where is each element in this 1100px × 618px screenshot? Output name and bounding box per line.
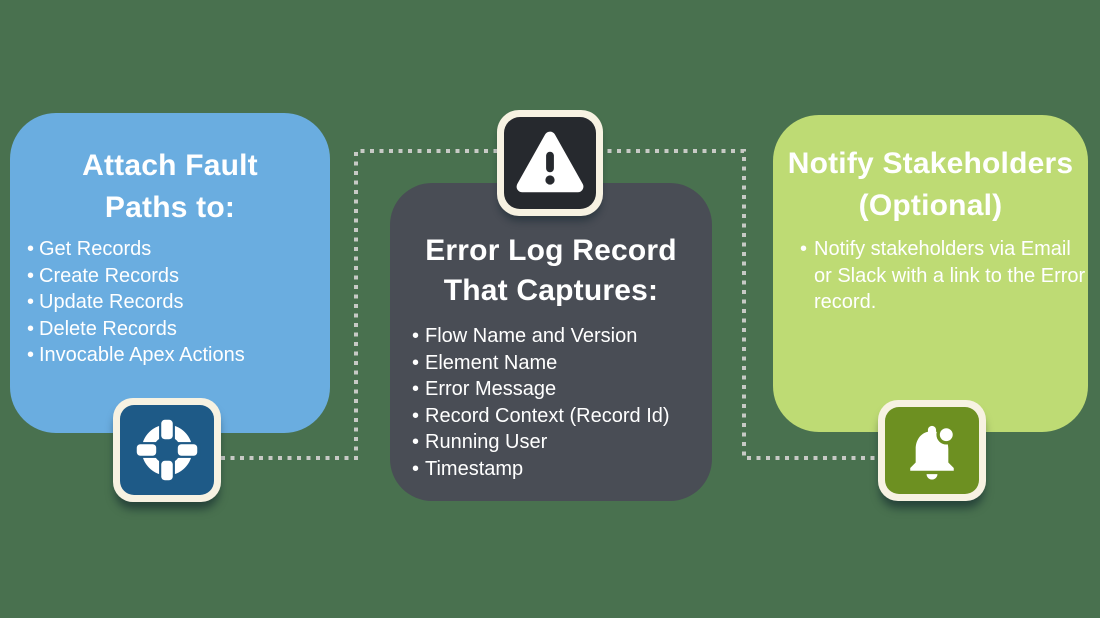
bullet-item: Notify stakeholders via Email or Slack w…	[800, 236, 1086, 316]
title-line: Paths to:	[104, 191, 236, 224]
bell-icon	[910, 424, 957, 480]
bullet-list: Get Records Create Records Update Record…	[27, 236, 330, 369]
card-notify-stakeholders: Notify Stakeholders (Optional) Notify st…	[773, 115, 1088, 432]
bullet-item: Create Records	[27, 263, 330, 290]
title-line: Error Log Record	[425, 234, 677, 267]
bell-badge-inner	[885, 407, 979, 494]
bullet-item: Error Message	[412, 376, 712, 403]
title-line: That Captures:	[443, 274, 659, 307]
life-ring-badge-inner	[120, 405, 214, 495]
bullet-item: Element Name	[412, 350, 712, 377]
bullet-item: Get Records	[27, 236, 330, 263]
card-title: Notify Stakeholders (Optional)	[773, 115, 1088, 227]
card-attach-fault-paths: Attach Fault Paths to: Get Records Creat…	[10, 113, 330, 433]
title-line: Notify Stakeholders	[787, 147, 1074, 180]
life-ring-icon	[133, 416, 201, 484]
bullet-item: Flow Name and Version	[412, 323, 712, 350]
card-error-log-record: Error Log Record That Captures: Flow Nam…	[390, 183, 712, 501]
card-title: Attach Fault Paths to:	[10, 113, 330, 229]
title-line: Attach Fault	[82, 149, 258, 182]
bullet-list: Notify stakeholders via Email or Slack w…	[800, 236, 1088, 316]
warning-icon	[516, 131, 584, 193]
life-ring-badge	[113, 398, 221, 502]
card-title: Error Log Record That Captures:	[390, 183, 712, 311]
bullet-item: Record Context (Record Id)	[412, 403, 712, 430]
bullet-list: Flow Name and Version Element Name Error…	[412, 323, 712, 482]
bullet-item: Update Records	[27, 289, 330, 316]
warning-badge-inner	[504, 117, 596, 209]
title-line: (Optional)	[858, 189, 1003, 222]
bullet-item: Delete Records	[27, 316, 330, 343]
bullet-item: Running User	[412, 429, 712, 456]
bullet-item: Timestamp	[412, 456, 712, 483]
bell-badge	[878, 400, 986, 501]
warning-badge	[497, 110, 603, 216]
bullet-item: Invocable Apex Actions	[27, 342, 330, 369]
